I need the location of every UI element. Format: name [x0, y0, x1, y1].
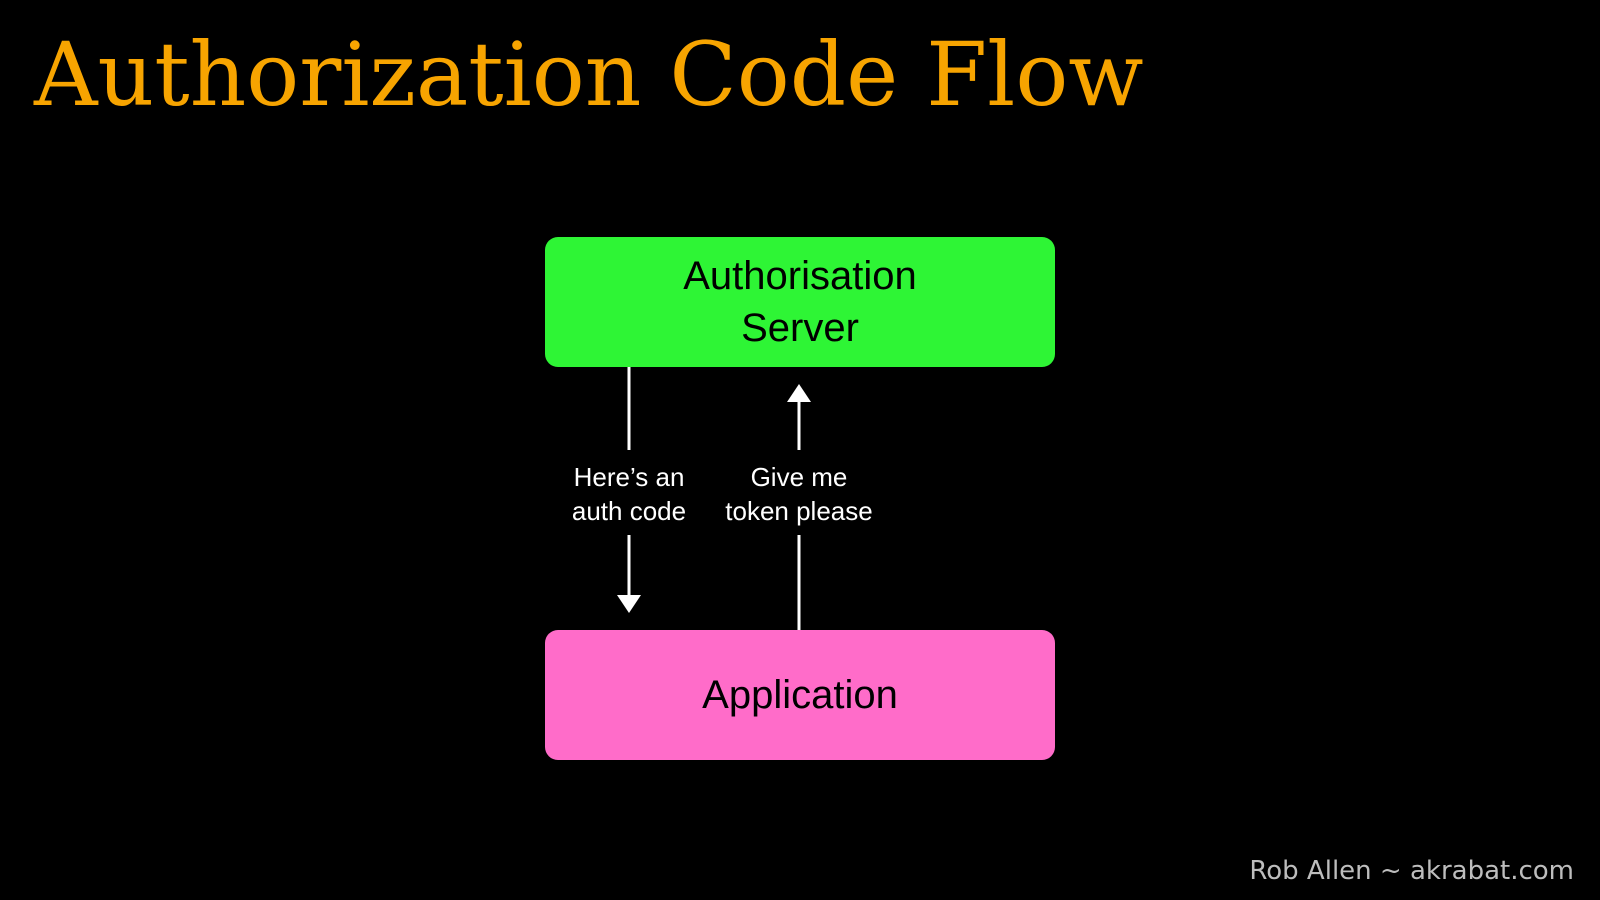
token-request-edge-label: Give me token please [725, 460, 872, 528]
application-label: Application [702, 673, 898, 717]
auth-code-edge-label: Here’s an auth code [572, 460, 686, 528]
token-request-label-line-1: Give me [750, 462, 848, 492]
application-node: Application [545, 630, 1055, 760]
authorisation-server-label-line-2: Server [741, 306, 859, 350]
footer-credit: Rob Allen ~ akrabat.com [1249, 856, 1574, 886]
slide-title: Authorization Code Flow [34, 23, 1144, 126]
authorisation-server-node: Authorisation Server [545, 237, 1055, 367]
token-request-label-line-2: token please [725, 496, 873, 526]
authorisation-server-label-line-1: Authorisation [683, 254, 917, 298]
auth-code-label-line-2: auth code [571, 496, 687, 526]
auth-code-label-line-1: Here’s an [573, 462, 685, 492]
